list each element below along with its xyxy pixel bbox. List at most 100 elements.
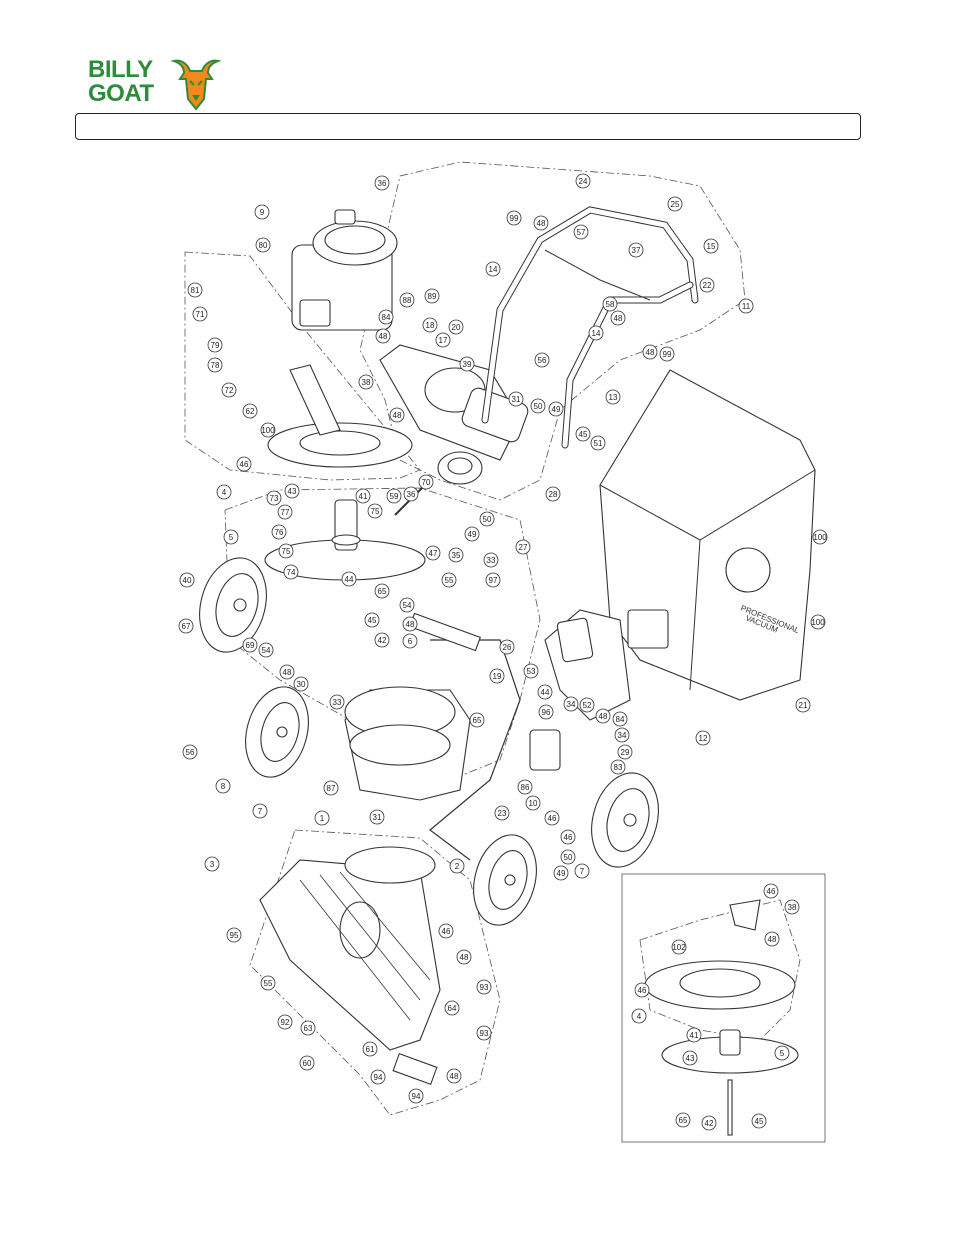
callout-c20: 20 <box>448 319 464 335</box>
callout-c49a: 49 <box>548 401 564 417</box>
wheel-rear-left <box>245 686 309 778</box>
callout-c93b: 93 <box>476 1025 492 1041</box>
callout-label: 81 <box>191 286 200 295</box>
callout-c22: 22 <box>699 277 715 293</box>
callout-label: 78 <box>211 361 220 370</box>
callout-label: 36 <box>378 179 387 188</box>
engine-pulley <box>394 451 483 516</box>
callout-label: 43 <box>288 487 297 496</box>
callout-c48i: 48 <box>456 949 472 965</box>
callout-c84b: 84 <box>612 711 628 727</box>
callout-label: 75 <box>371 507 380 516</box>
callout-c45b: 45 <box>364 612 380 628</box>
vacuum-housing <box>344 686 471 801</box>
callout-label: 36 <box>407 490 416 499</box>
callout-label: 48 <box>614 314 623 323</box>
callout-label: 49 <box>468 530 477 539</box>
wheel-rear-right <box>591 772 659 868</box>
callout-c12: 12 <box>695 730 711 746</box>
callout-c102: 102 <box>671 939 687 955</box>
callout-c36: 36 <box>374 175 390 191</box>
callout-label: 55 <box>264 979 273 988</box>
callout-label: 7 <box>258 807 263 816</box>
callout-label: 67 <box>182 622 191 631</box>
callout-c47: 47 <box>425 545 441 561</box>
callout-c27: 27 <box>515 539 531 555</box>
callout-label: 55 <box>445 576 454 585</box>
callout-c48f: 48 <box>402 616 418 632</box>
callout-label: 22 <box>703 281 712 290</box>
callout-label: 65 <box>473 716 482 725</box>
callout-label: 34 <box>618 731 627 740</box>
callout-label: 14 <box>592 329 601 338</box>
callout-label: 49 <box>552 405 561 414</box>
callout-label: 33 <box>333 698 342 707</box>
callout-c89: 89 <box>424 288 440 304</box>
callout-c19: 19 <box>489 668 505 684</box>
callout-c80: 80 <box>255 237 271 253</box>
callout-c50a: 50 <box>530 398 546 414</box>
callout-c14b: 14 <box>588 325 604 341</box>
callout-label: 69 <box>246 641 255 650</box>
callout-c44b: 44 <box>537 684 553 700</box>
callout-label: 84 <box>616 715 625 724</box>
bag-chute <box>544 609 631 721</box>
callout-label: 93 <box>480 983 489 992</box>
callout-label: 52 <box>583 701 592 710</box>
callout-c71: 71 <box>192 306 208 322</box>
callout-c4b: 4 <box>631 1008 647 1024</box>
callout-c88: 88 <box>399 292 415 308</box>
callout-label: 7 <box>580 867 585 876</box>
callout-label: 17 <box>439 336 448 345</box>
wheel-front-right <box>473 834 537 926</box>
impeller <box>264 499 426 581</box>
callout-label: 94 <box>374 1073 383 1082</box>
callout-c41b: 41 <box>686 1027 702 1043</box>
callout-label: 86 <box>521 783 530 792</box>
callout-label: 45 <box>755 1117 764 1126</box>
callout-label: 88 <box>403 296 412 305</box>
callout-label: 33 <box>487 556 496 565</box>
callout-c42a: 42 <box>374 632 390 648</box>
callout-c84a: 84 <box>378 309 394 325</box>
callout-label: 48 <box>406 620 415 629</box>
callout-label: 48 <box>599 712 608 721</box>
callout-label: 95 <box>230 931 239 940</box>
callout-c95: 95 <box>226 927 242 943</box>
callout-c92: 92 <box>277 1014 293 1030</box>
callout-c67: 67 <box>178 618 194 634</box>
callout-c45c: 45 <box>751 1113 767 1129</box>
callout-label: 44 <box>345 575 354 584</box>
callout-label: 65 <box>378 587 387 596</box>
callout-label: 71 <box>196 310 205 319</box>
callout-label: 73 <box>270 494 279 503</box>
callout-label: 41 <box>690 1031 699 1040</box>
callout-label: 23 <box>498 809 507 818</box>
callout-c33: 33 <box>483 552 499 568</box>
callout-label: 70 <box>422 478 431 487</box>
callout-label: 40 <box>183 576 192 585</box>
callout-c46c: 46 <box>560 829 576 845</box>
callout-label: 11 <box>742 302 751 311</box>
callout-label: 27 <box>519 543 528 552</box>
callout-c13: 13 <box>605 389 621 405</box>
callout-c100a: 100 <box>260 422 276 438</box>
callout-c97: 97 <box>485 572 501 588</box>
callout-c64: 64 <box>444 1000 460 1016</box>
callout-c75: 75 <box>367 503 383 519</box>
callout-label: 74 <box>287 568 296 577</box>
callout-label: 93 <box>480 1029 489 1038</box>
callout-label: 45 <box>579 430 588 439</box>
callout-c34: 34 <box>563 696 579 712</box>
callout-c83: 83 <box>610 759 626 775</box>
callout-c3: 3 <box>204 856 220 872</box>
callout-label: 48 <box>646 348 655 357</box>
callout-c28: 28 <box>545 486 561 502</box>
muffler-assembly <box>379 344 529 461</box>
billy-goat-logo: BILLY GOAT <box>88 55 228 111</box>
callout-c31: 31 <box>508 391 524 407</box>
callout-c79: 79 <box>207 337 223 353</box>
callout-label: 42 <box>705 1119 714 1128</box>
callout-c52: 52 <box>579 697 595 713</box>
callout-label: 9 <box>260 208 265 217</box>
